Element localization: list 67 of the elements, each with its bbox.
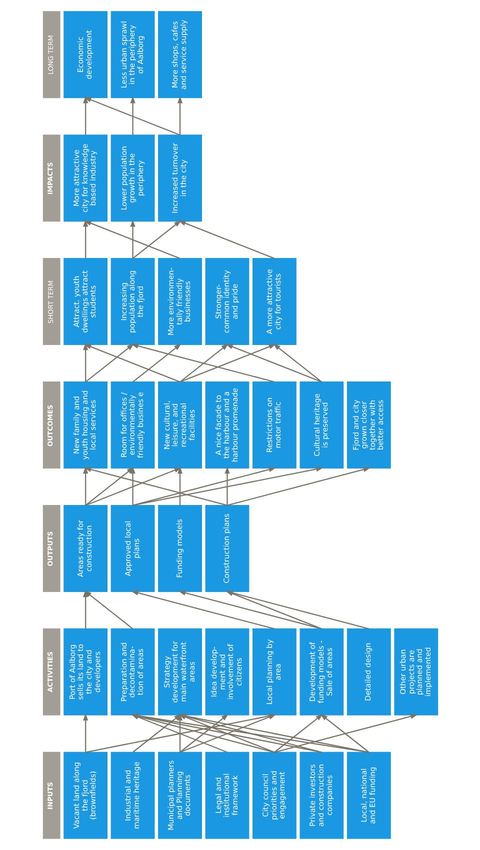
node-box: Strategy development for main waterfront areas: [158, 628, 202, 716]
arrow: [176, 96, 182, 136]
node-box: Idea develop- ment and involvement of citizens: [204, 628, 249, 716]
node-box: Stronger- common identity and pride: [204, 258, 249, 346]
node-box: Less urban sprawl in the periphery of Aalborg: [110, 11, 154, 98]
arrow: [320, 714, 369, 753]
arrow: [84, 344, 134, 382]
arrow: [130, 219, 135, 258]
node-box: Approved local plans: [110, 504, 154, 592]
arrow: [83, 344, 180, 382]
node-box: Port of Aalborg sells its land to the city and developers: [63, 628, 108, 716]
arrow: [272, 344, 322, 382]
node-box: A more attractive city for tourists: [252, 258, 296, 346]
node-box: Attract. youth dwellings attract students: [63, 258, 108, 346]
node-box: Room for offices / environmentally friendly busines e: [110, 382, 154, 468]
node-box: Fjord and city grown closer together with better access: [346, 382, 390, 468]
arrow: [176, 466, 182, 506]
node-box: Increasing population along the fjord: [110, 258, 154, 346]
node-box: City council priorities and engagement: [252, 752, 296, 839]
node-box: Economic development: [63, 11, 108, 98]
node-box: Areas ready for construction: [63, 504, 108, 592]
node-box: Local, national and EU funding: [346, 752, 390, 839]
node-box: Lower population growth in the periphery: [110, 134, 154, 222]
arrow: [225, 344, 322, 382]
arrow: [132, 220, 181, 259]
arrow: [130, 96, 135, 136]
arrow: [179, 714, 228, 753]
arrow: [130, 466, 135, 506]
arrow: [178, 220, 274, 259]
arrow: [82, 713, 88, 752]
node-box: Detailed design: [346, 628, 390, 716]
node-box: Construction plans: [204, 504, 249, 592]
arrow: [82, 466, 88, 506]
node-box: Cultural heritage is preserved: [299, 382, 344, 468]
node-box: More attractive city for knowledge based industry: [63, 134, 108, 222]
node-box: New family and youth housing and local services: [63, 382, 108, 468]
arrow: [179, 344, 276, 382]
node-box: Municipal planners and Planning documents: [158, 752, 202, 839]
node-box: Increased turnover in the city: [158, 134, 202, 222]
node-box: New cultural, leisure, and recreational facilities: [158, 382, 202, 468]
arrow: [132, 467, 276, 506]
arrow: [130, 344, 274, 382]
node-box: Development of funding models - Sale of areas: [299, 628, 344, 716]
node-box: Industrial and maritime heritage: [110, 752, 154, 839]
node-box: A nice facade to the harbour and a harbour promenade: [204, 382, 249, 468]
arrow: [224, 466, 230, 506]
arrow: [132, 344, 181, 382]
arrow: [83, 97, 180, 136]
node-box: More environmen- tally friendly businesses: [158, 258, 202, 346]
arrow: [82, 342, 88, 382]
arrow: [226, 467, 370, 506]
arrow: [82, 96, 88, 136]
arrow: [274, 714, 323, 753]
node-box: Vacant land along the fjord (brownfields): [63, 752, 108, 839]
arrow: [83, 220, 180, 259]
arrow: [176, 713, 182, 752]
node-box: Legal and institutional framework: [204, 752, 249, 839]
arrow: [274, 714, 418, 753]
arrow: [179, 344, 228, 382]
arrow: [82, 219, 88, 258]
arrow: [132, 466, 323, 506]
node-box: Restrictions on motor traffic: [252, 382, 296, 468]
node-box: Private investors and construction companies: [299, 752, 344, 839]
node-box: Other urban projects are planned and implemented: [394, 628, 438, 716]
node-box: Funding models: [158, 504, 202, 592]
node-box: Local planning by area: [252, 628, 296, 716]
node-box: More shops, cafes and service supply: [158, 11, 202, 98]
